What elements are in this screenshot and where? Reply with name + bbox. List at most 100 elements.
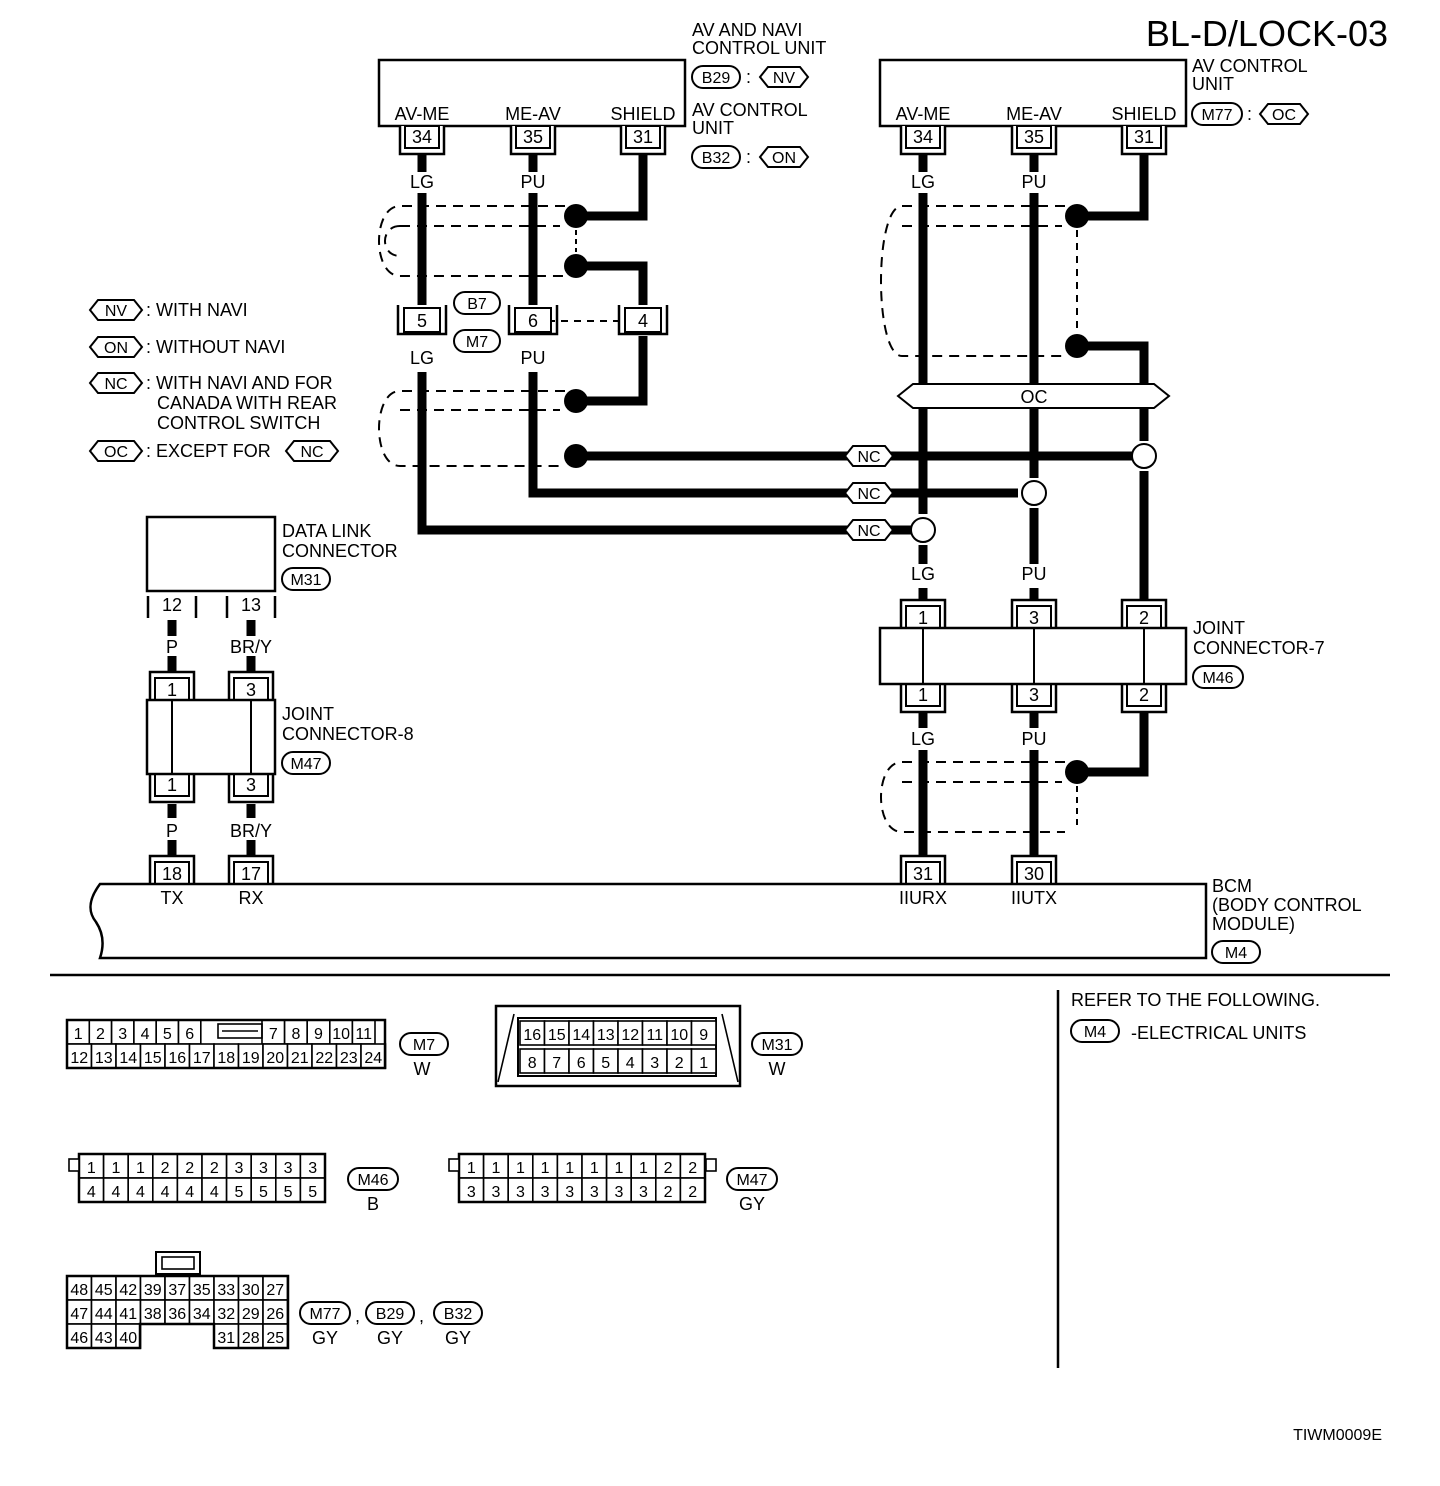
cavity-number: 3 [541, 1184, 550, 1201]
legend-item-oc: OC : EXCEPT FOR NC [88, 440, 340, 462]
cavity: 16 [519, 1020, 546, 1046]
svg-text:-ELECTRICAL UNITS: -ELECTRICAL UNITS [1131, 1023, 1306, 1043]
cavity: 13 [592, 1020, 619, 1046]
cavity: 3 [274, 1153, 302, 1179]
cavity-number: 3 [467, 1184, 476, 1201]
svg-text:M46: M46 [1202, 670, 1233, 687]
cavity: 42 [115, 1275, 142, 1301]
cavity-number: 3 [650, 1055, 659, 1072]
pin-number: 1 [167, 680, 177, 700]
cavity: 1 [556, 1153, 583, 1179]
svg-text:PU: PU [1021, 564, 1046, 584]
svg-text:MODULE): MODULE) [1212, 914, 1295, 934]
pin-number: 5 [417, 311, 427, 331]
unit-name: AV CONTROL [692, 100, 808, 120]
shield-right-upper [880, 205, 1065, 357]
svg-text:W: W [769, 1059, 786, 1079]
cavity: 25 [262, 1323, 289, 1349]
cavity: 3 [482, 1177, 510, 1203]
cavity: 11 [351, 1019, 376, 1045]
pin-box: 3 [1010, 683, 1058, 714]
cavity-number: 31 [217, 1330, 235, 1347]
cavity: 2 [666, 1048, 693, 1074]
svg-text:LG: LG [911, 172, 935, 192]
cavity: 31 [213, 1323, 240, 1349]
cavity: 4 [176, 1177, 203, 1203]
connector-face-m31-outline [494, 1004, 742, 1088]
cavity: 1 [66, 1019, 91, 1045]
inline-pin: 6 [507, 305, 559, 336]
pin-box: 35 [509, 125, 557, 156]
svg-text:M4: M4 [1225, 945, 1247, 962]
cavity-number: 33 [217, 1282, 235, 1299]
cavity: 40 [115, 1323, 142, 1349]
cavity-number: 1 [87, 1160, 96, 1177]
svg-text:RX: RX [238, 888, 263, 908]
cavity-number: 17 [193, 1050, 211, 1067]
cavity: 24 [360, 1043, 387, 1069]
wire-color-labels: LG PU LG PU LG PU LG PU LG PU P BR/Y P B… [166, 172, 1047, 841]
cavity-number: 12 [621, 1027, 639, 1044]
cavity: 1 [507, 1153, 534, 1179]
cavity: 1 [630, 1153, 657, 1179]
svg-text:JOINT: JOINT [282, 704, 334, 724]
cavity-number: 5 [259, 1184, 268, 1201]
svg-text:NC: NC [857, 523, 880, 540]
svg-text:OC: OC [104, 444, 128, 461]
cavity: 43 [90, 1323, 117, 1349]
pin-label: ME-AV [1006, 104, 1062, 124]
cavity: 3 [605, 1177, 632, 1203]
svg-text:CANADA WITH REAR: CANADA WITH REAR [157, 393, 337, 413]
unit-name: UNIT [1192, 74, 1234, 94]
cavity-number: 7 [552, 1055, 561, 1072]
pin-box: 31 [619, 125, 667, 156]
cavity-number: 28 [242, 1330, 260, 1347]
cavity-number: 40 [119, 1330, 137, 1347]
option-bar-oc: OC [896, 383, 1171, 409]
cavity-number: 1 [467, 1160, 476, 1177]
cavity: 2 [679, 1153, 706, 1179]
svg-text:B29: B29 [376, 1306, 405, 1323]
cavity-number: 1 [111, 1160, 120, 1177]
cavity: 3 [299, 1153, 326, 1179]
cavity: 7 [261, 1019, 286, 1045]
cavity-number: 29 [242, 1306, 260, 1323]
pin-number: 34 [412, 127, 432, 147]
pin-number: 2 [1139, 685, 1149, 705]
cavity: 8 [519, 1048, 546, 1074]
cavity-number: 5 [163, 1026, 172, 1043]
svg-text:M7: M7 [466, 334, 488, 351]
cavity-number: 18 [217, 1050, 235, 1067]
cavity-number: 2 [688, 1184, 697, 1201]
diagram-title: BL-D/LOCK-03 [1146, 13, 1388, 54]
svg-text:: WITH NAVI: : WITH NAVI [146, 300, 248, 320]
pin-number: 35 [523, 127, 543, 147]
cavity-number: 5 [284, 1184, 293, 1201]
cavity: 3 [556, 1177, 583, 1203]
svg-text::: : [746, 147, 751, 167]
svg-text:GY: GY [377, 1328, 403, 1348]
pin-box: 17 [227, 854, 275, 885]
pin-number: 35 [1024, 127, 1044, 147]
svg-text:NV: NV [105, 303, 128, 320]
svg-text:LG: LG [911, 564, 935, 584]
cavity-number: 1 [565, 1160, 574, 1177]
svg-text::: : [746, 67, 751, 87]
cavity-number: 4 [111, 1184, 120, 1201]
cavity: 28 [237, 1323, 264, 1349]
cavity-number: 3 [565, 1184, 574, 1201]
svg-text:CONNECTOR: CONNECTOR [282, 541, 398, 561]
cavity-number: 5 [234, 1184, 243, 1201]
inline-pin: 4 [617, 305, 669, 336]
cavity: 46 [66, 1323, 93, 1349]
cavity-number: 3 [639, 1184, 648, 1201]
cavity: 34 [188, 1299, 215, 1325]
cavity: 14 [568, 1020, 595, 1046]
cavity: 16 [164, 1043, 191, 1069]
pin-box: 3 [227, 670, 275, 701]
cavity-number: 14 [572, 1027, 590, 1044]
svg-text:LG: LG [410, 172, 434, 192]
cavity: 48 [66, 1275, 93, 1301]
cavity: 3 [250, 1153, 277, 1179]
